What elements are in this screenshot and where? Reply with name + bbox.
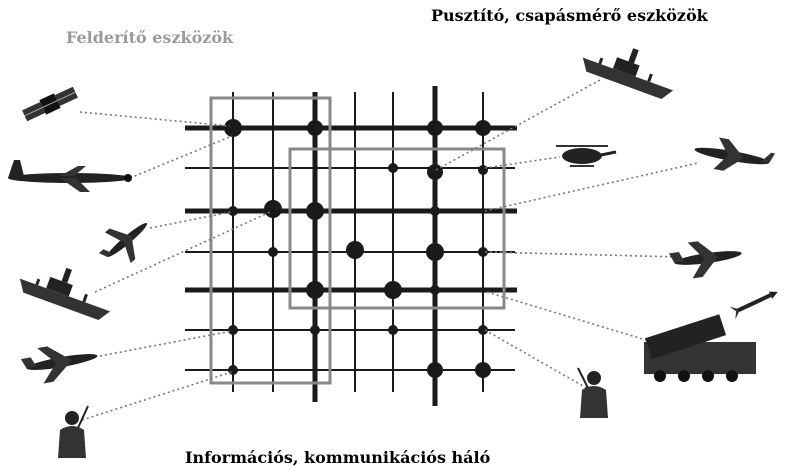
warship-icon	[19, 267, 111, 320]
airplane-icon	[8, 160, 132, 192]
fighter-jet-icon	[20, 346, 98, 384]
warship-icon	[582, 48, 674, 99]
recon-subnet-box	[209, 96, 332, 385]
strike-links	[435, 79, 699, 391]
recon-assets-label: Felderítő eszközök	[66, 28, 234, 47]
missile-icon	[729, 291, 778, 320]
network-grid	[185, 86, 517, 406]
helicopter-icon	[556, 145, 617, 167]
soldier-icon	[577, 367, 608, 418]
satellite-icon	[22, 86, 78, 122]
fighter-jet-icon	[668, 241, 742, 279]
attack-aircraft-icon	[694, 137, 776, 171]
small-aircraft-icon	[98, 223, 148, 264]
network-label: Információs, kommunikációs háló	[185, 448, 491, 467]
strike-assets-label: Pusztító, csapásmérő eszközök	[431, 6, 708, 25]
strike-subnet-box	[288, 147, 506, 310]
recon-links	[79, 111, 271, 421]
missile-launcher-icon	[644, 314, 756, 382]
soldier-icon	[58, 405, 89, 458]
